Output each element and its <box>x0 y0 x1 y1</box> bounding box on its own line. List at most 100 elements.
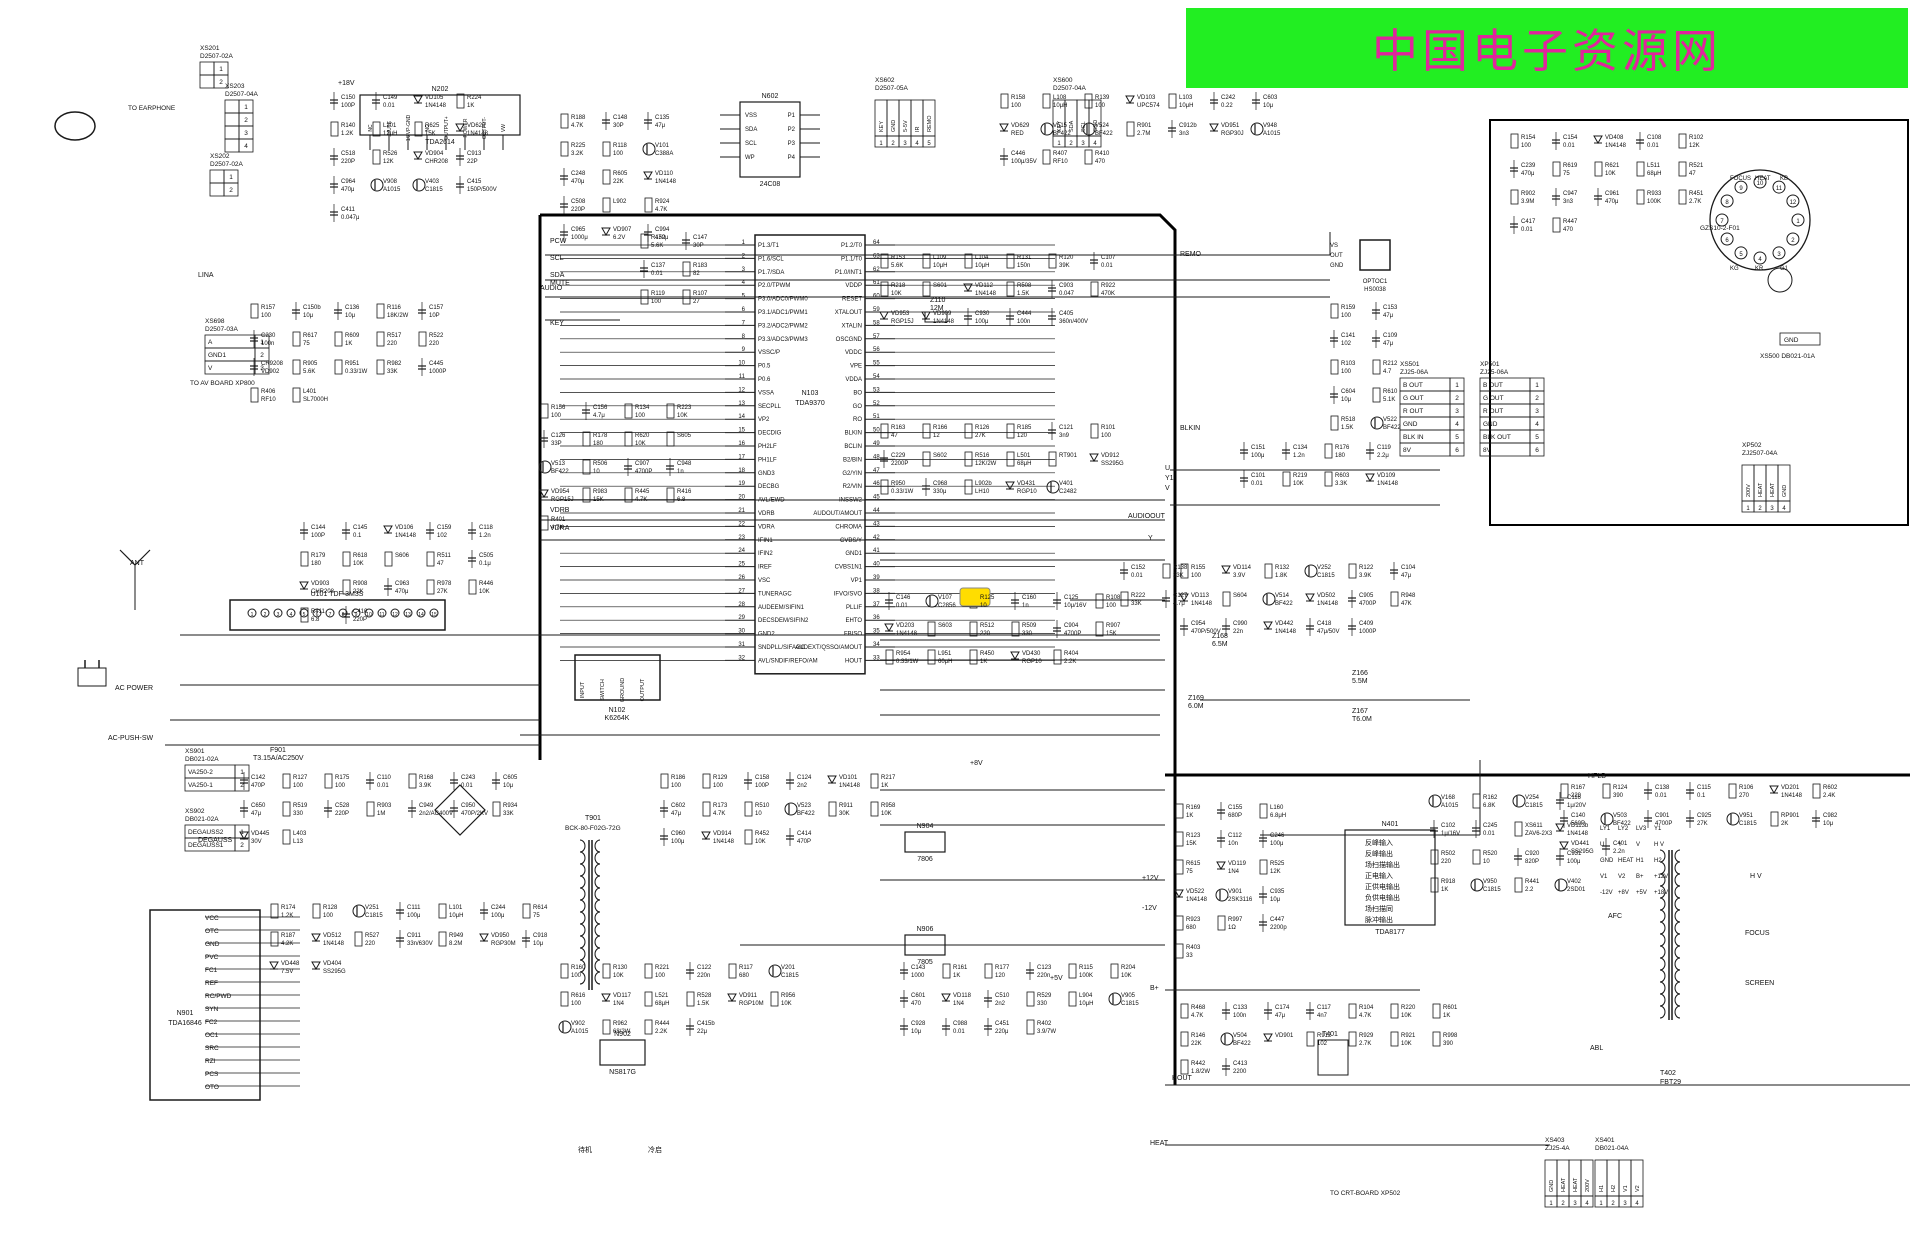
net-label-ac-power: AC POWER <box>115 685 153 692</box>
resistor-symbol <box>342 551 351 567</box>
conn-xs403-pin-label: GND <box>1549 1180 1555 1192</box>
tuner-pin-num: 3 <box>277 612 280 618</box>
vertical-ic-label: 场扫描同 <box>1365 904 1393 913</box>
component-ref: VD105 <box>425 95 444 101</box>
conn-xs600-part: D2507-04A <box>1053 85 1087 92</box>
component-ref: C911 <box>407 933 422 939</box>
mcu-pin-right: CVBS/Y <box>840 538 862 544</box>
resistor-symbol <box>1552 161 1561 177</box>
mcu-pin-right: HOUT <box>845 658 862 664</box>
resistor-symbol <box>1110 963 1119 979</box>
component-value: 1N4148 <box>896 631 918 637</box>
component-value: 27K <box>975 433 986 439</box>
component-value: 6.8 <box>677 497 686 503</box>
psu-ic-part: TDA16846 <box>168 1020 202 1027</box>
component-value: 220 <box>1571 793 1582 799</box>
tuner-pin-num: 14 <box>418 612 424 618</box>
resistor-symbol <box>1175 831 1184 847</box>
component-ref: R106 <box>1739 785 1754 791</box>
tuner-pin <box>273 608 283 618</box>
component-value: 1000 <box>911 973 925 979</box>
component-ref: R125 <box>980 595 995 601</box>
net-label-abl: ABL <box>1590 1045 1603 1052</box>
conn-xs602-pin-num-label: 4 <box>915 141 919 147</box>
resistor-symbol <box>1042 93 1051 109</box>
transformer-t901-coil <box>579 863 586 877</box>
resistor-symbol <box>927 649 936 665</box>
component-value: 0.01 <box>1563 143 1575 149</box>
component-ref: C109 <box>1383 333 1398 339</box>
component-value: 470μ <box>395 589 409 595</box>
saw-pin: OUTPUT <box>640 678 646 701</box>
transformer-t901-coil <box>579 971 586 985</box>
crt-socket-pin-num: 10 <box>1757 181 1764 187</box>
mcu-pin-num: 11 <box>739 374 746 380</box>
tuner-pin-num: 11 <box>379 612 384 618</box>
conn-xs501-row-num <box>1449 442 1465 457</box>
resistor-symbol <box>1048 451 1057 467</box>
component-value: 4.7μ <box>593 413 605 419</box>
component-ref: C143 <box>911 965 926 971</box>
resistor-symbol <box>492 801 501 817</box>
tuner-pin <box>364 608 374 618</box>
component-value: 1N4148 <box>1605 143 1627 149</box>
component-value: 1N4148 <box>1781 793 1803 799</box>
mcu-pin-num: 16 <box>738 441 745 447</box>
conn-xs403-pin-num <box>1580 1195 1594 1208</box>
component-value: 0.01 <box>377 783 389 789</box>
component-value: 220P <box>341 159 355 165</box>
component-ref: R615 <box>1186 861 1201 867</box>
resistor-symbol <box>1324 443 1333 459</box>
component-ref: R123 <box>1186 833 1201 839</box>
conn-xs403-pin-num-label: 3 <box>1573 1201 1577 1207</box>
conn-xs901-row-num <box>234 777 250 792</box>
conn-xs401-ref: XS401 <box>1595 1137 1615 1144</box>
diode-symbol <box>701 831 711 841</box>
resistor-symbol <box>1812 783 1821 799</box>
component-ref: R174 <box>281 905 296 911</box>
annotation-label: HEAT <box>1618 858 1634 864</box>
transistor-symbol <box>1304 564 1318 578</box>
conn-xs401-pin-num-label: 2 <box>1611 1201 1615 1207</box>
transistor-symbol <box>784 802 798 816</box>
component-value: 100 <box>1095 103 1106 109</box>
mcu-pin-num: 5 <box>742 294 746 300</box>
component-ref: C401 <box>1613 841 1628 847</box>
component-ref: C604 <box>1341 389 1356 395</box>
component-value: 30V <box>251 839 262 845</box>
resistor-symbol <box>1390 1031 1399 1047</box>
conn-xp501-row-label: G OUT <box>1483 395 1504 402</box>
transformer-t901-coil <box>594 863 601 877</box>
component-value: 680 <box>1186 925 1197 931</box>
component-value: 10K <box>1605 171 1616 177</box>
regulator-7806-part: 7806 <box>917 856 933 863</box>
mcu-pin-num: 21 <box>738 508 745 514</box>
mcu-pin-left: IREF <box>758 565 772 571</box>
crt-socket-label: HEAT <box>1755 176 1771 182</box>
component-value: 47μ <box>1383 313 1394 319</box>
component-value: C1815 <box>365 913 383 919</box>
diode-symbol <box>311 961 321 971</box>
resistor-symbol <box>880 423 889 439</box>
mcu-pin-num: 58 <box>873 320 880 326</box>
resistor-symbol <box>1026 991 1035 1007</box>
component-ref: R447 <box>1563 219 1578 225</box>
transformer-t901-coil <box>579 935 586 949</box>
conn-xs600-pin-label: GND <box>1093 120 1099 132</box>
mcu-pin-left: SNDPLL/SIFAGC <box>758 645 806 651</box>
component-value: 0.047μ <box>341 215 360 221</box>
resistor-symbol <box>1282 471 1291 487</box>
component-value: 12K <box>383 159 394 165</box>
transformer-t901-coil <box>594 923 601 937</box>
conn-xs500-pin: GND <box>1784 337 1799 344</box>
resistor-symbol <box>1264 563 1273 579</box>
resistor-symbol <box>880 281 889 297</box>
regulator-7805-ref: N906 <box>917 926 934 933</box>
mcu-pin-num: 18 <box>738 468 745 474</box>
component-ref: VD109 <box>1377 473 1396 479</box>
component-ref: R907 <box>1106 623 1121 629</box>
net-label-z168: Z168 <box>1212 633 1228 640</box>
psu-ic-pin: FC2 <box>205 1019 218 1026</box>
resistor-symbol <box>624 403 633 419</box>
resistor-symbol <box>644 963 653 979</box>
